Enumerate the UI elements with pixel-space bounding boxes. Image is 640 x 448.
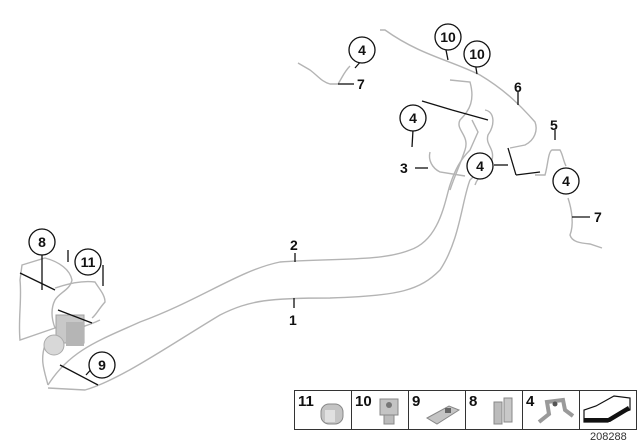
callout-4-right: 4 — [552, 167, 580, 195]
callout-4-top-left: 4 — [348, 36, 376, 64]
svg-text:10: 10 — [469, 46, 485, 62]
callout-9: 9 — [88, 351, 116, 379]
callout-4-center: 4 — [466, 152, 494, 180]
svg-text:8: 8 — [38, 234, 46, 250]
svg-text:11: 11 — [81, 254, 96, 270]
legend-item-11: 11 — [295, 391, 352, 429]
clip-10-icon — [379, 398, 399, 425]
pipe-2 — [47, 119, 479, 386]
callout-8: 8 — [28, 228, 56, 256]
abs-unit — [43, 314, 85, 356]
label-3: 3 — [400, 160, 408, 176]
clip-8-icon — [493, 397, 513, 425]
legend-label: 4 — [526, 393, 535, 410]
pipe-7-upper — [297, 62, 351, 85]
pipe-7-lower — [567, 197, 603, 249]
pipe-3 — [428, 151, 466, 177]
pipe-abs-left — [18, 257, 73, 341]
callout-10-b: 10 — [463, 40, 491, 68]
legend-label: 10 — [355, 393, 372, 410]
callout-11: 11 — [74, 248, 102, 276]
svg-text:9: 9 — [98, 357, 106, 373]
legend-item-4: 4 — [523, 391, 580, 429]
pipe-6 — [380, 29, 537, 149]
bracket-4-icon — [537, 397, 575, 424]
pipe-1 — [47, 159, 486, 391]
document-number: 208288 — [590, 431, 627, 443]
arrow-symbol-icon — [583, 395, 631, 423]
label-6: 6 — [514, 79, 522, 95]
svg-text:10: 10 — [440, 29, 456, 45]
svg-text:4: 4 — [358, 42, 366, 58]
legend-item-9: 9 — [409, 391, 466, 429]
label-5: 5 — [550, 117, 558, 133]
svg-text:4: 4 — [476, 158, 484, 174]
clip-9-icon — [425, 405, 461, 425]
clip-11-icon — [320, 403, 344, 425]
legend-item-symbol — [580, 391, 636, 429]
legend-item-10: 10 — [352, 391, 409, 429]
pipe-abs-right — [54, 280, 106, 319]
pipe-upper-inner — [449, 79, 473, 191]
legend-label: 9 — [412, 393, 421, 410]
legend-label: 11 — [298, 393, 314, 410]
callout-4-middle: 4 — [399, 104, 427, 132]
label-1: 1 — [289, 312, 297, 328]
label-7-upper: 7 — [357, 76, 365, 92]
parts-legend: 11 10 9 8 4 — [294, 390, 637, 430]
label-2: 2 — [290, 237, 298, 253]
pipe-5 — [535, 149, 567, 176]
callout-10-a: 10 — [434, 23, 462, 51]
svg-text:4: 4 — [562, 173, 570, 189]
svg-text:4: 4 — [409, 110, 417, 126]
legend-item-8: 8 — [466, 391, 523, 429]
legend-label: 8 — [469, 393, 478, 410]
label-7-lower: 7 — [594, 209, 602, 225]
